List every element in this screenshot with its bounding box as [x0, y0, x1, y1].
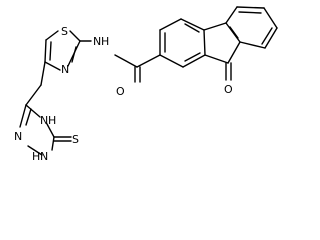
triazole-n4-h-label: H [48, 114, 56, 127]
triazole-n4-label: N [40, 114, 48, 127]
amide-o-label: O [116, 85, 125, 98]
bond [159, 54, 184, 68]
bond [49, 41, 52, 61]
bond [225, 22, 241, 43]
bond [203, 22, 227, 31]
triazole-n1-label: N [40, 150, 48, 163]
thiazole-n-label: N [61, 63, 69, 76]
bond [203, 29, 206, 56]
bond [44, 39, 47, 63]
atom-labels: S N H N O O N H N N H S [14, 25, 233, 163]
bond [27, 145, 43, 156]
bond [25, 104, 41, 118]
bond [227, 41, 241, 64]
bond [25, 84, 42, 106]
bond [182, 54, 206, 68]
amide-h-label: H [101, 35, 109, 48]
thiazole-s-label: S [61, 25, 68, 38]
bond [19, 104, 27, 128]
bond [264, 27, 278, 49]
bond [180, 18, 205, 31]
bond [261, 27, 273, 45]
bond [40, 61, 46, 86]
ketone-o-label: O [224, 83, 233, 96]
bond [51, 136, 55, 151]
bond [239, 41, 266, 49]
bond [236, 6, 265, 9]
bond [45, 30, 59, 41]
bond [114, 54, 138, 68]
bond [238, 11, 262, 14]
bond [44, 61, 61, 71]
bond [46, 123, 55, 138]
thione-s-label: S [72, 133, 79, 146]
bonds [19, 6, 278, 156]
bond [263, 7, 278, 29]
bond [184, 52, 201, 62]
bond [136, 54, 161, 68]
triazole-n1-h-label: H [32, 150, 40, 163]
bond [69, 30, 81, 42]
amide-n-label: N [93, 35, 101, 48]
bond [159, 18, 182, 31]
bond [225, 6, 238, 24]
bond [184, 23, 200, 33]
bond [204, 54, 229, 64]
bond [25, 108, 32, 126]
bond [71, 46, 77, 63]
chemical-structure-diagram: S N H N O O N H N N H S [14, 6, 278, 163]
bond [229, 26, 239, 39]
triazole-n2-label: N [14, 130, 22, 143]
